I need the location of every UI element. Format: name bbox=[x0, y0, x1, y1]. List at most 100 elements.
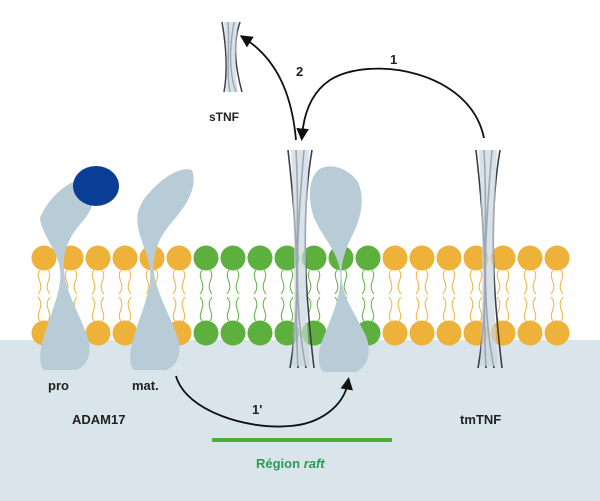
lipid-head-icon bbox=[436, 245, 462, 271]
lipid-tail bbox=[424, 296, 429, 322]
lipid-tail bbox=[280, 296, 285, 322]
lipid-tail bbox=[118, 269, 123, 295]
raft-lipid-head-icon bbox=[193, 245, 219, 271]
lipid-tail bbox=[505, 269, 510, 295]
raft-lipid-head-icon bbox=[274, 245, 300, 271]
raft-region-label: Région raft bbox=[256, 456, 325, 471]
lipid-tail bbox=[289, 269, 294, 295]
adam17-raft-icon bbox=[309, 166, 369, 372]
lipid-tail bbox=[181, 296, 186, 322]
raft-lipid-head-icon bbox=[247, 245, 273, 271]
region-word: Région bbox=[256, 456, 300, 471]
arrow-1prime-icon bbox=[175, 375, 353, 428]
lipid-tail bbox=[361, 296, 366, 322]
raft-lipid-head-icon bbox=[193, 320, 219, 346]
lipid-head-icon bbox=[436, 320, 462, 346]
lipid-tail bbox=[451, 296, 456, 322]
lipid-tail bbox=[388, 296, 393, 322]
lipid-tail bbox=[208, 269, 213, 295]
lipid-tail bbox=[181, 269, 186, 295]
lipid-tail bbox=[496, 269, 501, 295]
lipid-tail bbox=[73, 269, 78, 295]
lipid-tail bbox=[208, 296, 213, 322]
lipid-head-icon bbox=[544, 245, 570, 271]
lipid-tail bbox=[316, 296, 321, 322]
lipid-tail bbox=[91, 296, 96, 322]
lipid-tail bbox=[496, 296, 501, 322]
lipid-tail bbox=[442, 269, 447, 295]
lipid-tail bbox=[469, 296, 474, 322]
adam17-label: ADAM17 bbox=[72, 412, 125, 427]
lipid-tail bbox=[226, 269, 231, 295]
lipid-tail bbox=[532, 269, 537, 295]
lipid-tail bbox=[532, 296, 537, 322]
lipid-tail bbox=[37, 269, 42, 295]
lipid-tail bbox=[46, 269, 51, 295]
lipid-tail bbox=[469, 269, 474, 295]
lipid-tail bbox=[505, 296, 510, 322]
lipid-tail bbox=[172, 269, 177, 295]
lipid-head-icon bbox=[112, 245, 138, 271]
lipid-tail bbox=[289, 296, 294, 322]
lipid-tail bbox=[235, 269, 240, 295]
lipid-tail bbox=[442, 296, 447, 322]
lipid-tail bbox=[235, 296, 240, 322]
lipid-tail bbox=[523, 296, 528, 322]
lipid-tail bbox=[316, 269, 321, 295]
lipid-tail bbox=[307, 269, 312, 295]
lipid-head-icon bbox=[382, 245, 408, 271]
adam17-pro-protein bbox=[40, 166, 119, 370]
prodomain-icon bbox=[73, 166, 119, 206]
lipid-tail bbox=[550, 296, 555, 322]
lipid-tail bbox=[46, 296, 51, 322]
lipid-tail bbox=[145, 269, 150, 295]
lipid-tail bbox=[559, 296, 564, 322]
lipid-tail bbox=[91, 269, 96, 295]
lipid-head-icon bbox=[112, 320, 138, 346]
stnf-label: sTNF bbox=[209, 110, 239, 124]
lipid-tail bbox=[253, 269, 258, 295]
lipid-tail bbox=[478, 269, 483, 295]
lipid-head-icon bbox=[409, 320, 435, 346]
raft-lipid-head-icon bbox=[301, 245, 327, 271]
lipid-tail bbox=[559, 269, 564, 295]
lipid-head-icon bbox=[517, 245, 543, 271]
lipid-tail bbox=[100, 269, 105, 295]
step-1prime-label: 1' bbox=[252, 402, 262, 417]
lipid-tail bbox=[370, 269, 375, 295]
lipid-tail bbox=[550, 269, 555, 295]
tmtnf-label: tmTNF bbox=[460, 412, 501, 427]
lipid-tail bbox=[118, 296, 123, 322]
lipid-head-icon bbox=[31, 245, 57, 271]
lipid-tail bbox=[370, 296, 375, 322]
lipid-tail bbox=[478, 296, 483, 322]
lipid-tail bbox=[415, 296, 420, 322]
cytoplasm-area bbox=[0, 340, 600, 501]
mat-label: mat. bbox=[132, 378, 159, 393]
arrow-1-icon bbox=[296, 67, 485, 142]
lipid-tail bbox=[127, 296, 132, 322]
lipid-tail bbox=[172, 296, 177, 322]
lipid-tail bbox=[343, 269, 348, 295]
tmtnf-raft-fill-icon bbox=[291, 150, 310, 366]
raft-lipid-head-icon bbox=[220, 245, 246, 271]
lipid-head-icon bbox=[490, 245, 516, 271]
raft-region-bar bbox=[212, 438, 392, 442]
lipid-head-icon bbox=[544, 320, 570, 346]
lipid-tail bbox=[127, 269, 132, 295]
lipid-tail bbox=[280, 269, 285, 295]
raft-lipid-head-icon bbox=[220, 320, 246, 346]
stnf-fill-icon bbox=[224, 22, 238, 92]
adam17-mature-icon bbox=[130, 169, 194, 370]
lipid-tail bbox=[334, 269, 339, 295]
lipid-tail bbox=[397, 296, 402, 322]
raft-lipid-head-icon bbox=[247, 320, 273, 346]
raft-word: raft bbox=[304, 456, 326, 471]
step-2-label: 2 bbox=[296, 64, 303, 79]
lipid-tail bbox=[100, 296, 105, 322]
lipid-tail bbox=[424, 269, 429, 295]
raft-lipid-head-icon bbox=[355, 245, 381, 271]
tmtnf-right-fill-icon bbox=[479, 150, 498, 366]
